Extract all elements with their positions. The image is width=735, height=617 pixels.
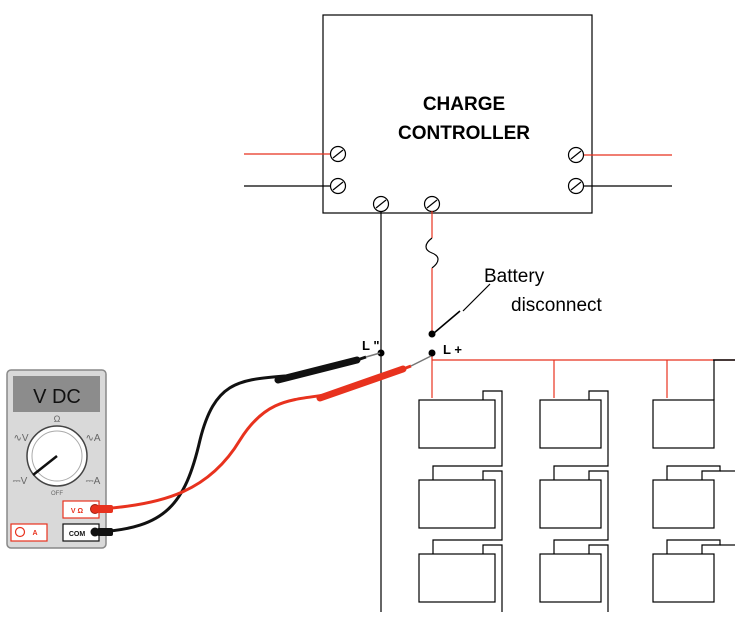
terminal-pv-neg-icon [329,177,347,195]
dial-ohm: Ω [54,414,61,424]
multimeter-display: V DC [33,386,81,408]
black-lead-cable [96,374,287,534]
terminal-load-neg-icon [567,177,585,195]
battery-3-1 [652,399,715,449]
battery-positive-bus [432,359,735,398]
test-leads [96,374,327,534]
controller-title-line2: CONTROLLER [398,123,530,144]
battery-disconnect-label-2: disconnect [511,295,603,316]
multimeter-display-panel [13,376,100,412]
load-positive-label: L + [443,342,462,357]
battery-2-1 [539,399,602,449]
battery-3-3 [652,553,715,603]
battery-1-1 [418,399,496,449]
jack-com-label: COM [69,531,86,538]
controller-title-line1: CHARGE [423,94,505,115]
charge-controller: CHARGE CONTROLLER [322,14,593,214]
load-negative-label: L " [362,338,379,353]
black-probe[interactable] [274,352,381,384]
terminal-batt-pos-icon [423,195,441,213]
dial-ac-amps: ∿A [85,433,100,444]
battery-2-3 [539,553,602,603]
jack-vohm-label: V Ω [71,508,84,515]
battery-2-2 [539,479,602,529]
jack-amps-label: A [32,530,37,537]
battery-1-3 [418,553,496,603]
jack-amps[interactable] [14,526,26,538]
red-plug [97,505,113,513]
terminal-load-pos-icon [567,146,585,164]
dial-ac-volts: ∿V [13,433,28,444]
fuse-icon [425,237,439,269]
red-probe[interactable] [316,355,432,402]
terminal-screws [329,145,585,213]
battery-1-2 [418,479,496,529]
terminal-batt-neg-icon [372,195,390,213]
dial-dc-volts: ⎓V [13,476,28,487]
battery-disconnect-label-1: Battery [484,266,545,287]
dial-off: OFF [51,491,63,497]
battery-bank [418,399,715,603]
disconnect-leader-line [462,283,491,312]
black-plug [97,528,113,536]
red-lead-cable [96,393,327,511]
battery-interconnects [432,359,735,612]
multimeter: V DC Ω ∿V ∿A ⎓V ⎓A OFF V Ω COM A [6,369,107,549]
battery-3-2 [652,479,715,529]
disconnect-switch-blade [433,310,461,334]
charge-controller-box [322,14,593,214]
load-positive-node [428,349,436,357]
battery-positive-wire [425,211,461,398]
load-negative-node [377,349,385,357]
disconnect-top-contact [428,330,436,338]
dial-dc-amps: ⎓A [86,476,101,487]
terminal-pv-pos-icon [329,145,347,163]
selector-pointer [32,455,58,476]
